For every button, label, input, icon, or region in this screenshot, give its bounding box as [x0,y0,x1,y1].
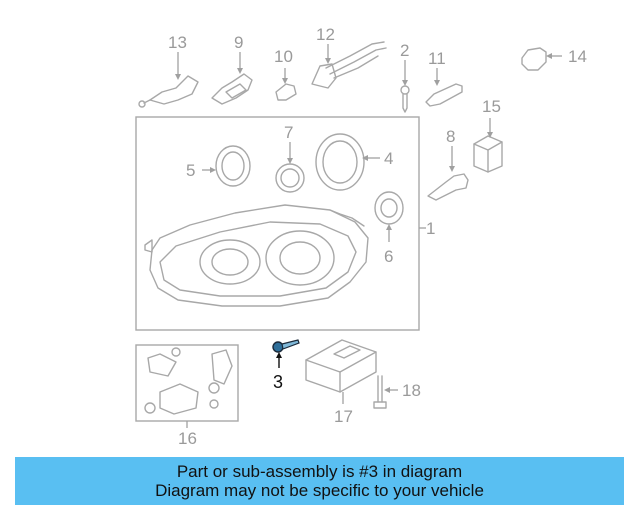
banner-line-2: Diagram may not be specific to your vehi… [155,481,484,500]
label-part-9: 9 [234,33,243,52]
headlamp-assembly-frame [135,116,420,331]
label-part-18: 18 [402,381,421,400]
part-6-cap: 6 [374,191,404,266]
label-part-14: 14 [568,47,587,66]
label-part-13: 13 [168,33,187,52]
part-18-bolt: 18 [373,375,421,409]
part-12-socket: 12 [311,25,387,89]
info-banner: Part or sub-assembly is #3 in diagram Di… [15,457,624,505]
part-14-cap: 14 [521,47,587,71]
part-4-cover: 4 [315,133,393,191]
banner-line-1: Part or sub-assembly is #3 in diagram [176,462,463,481]
part-13-bulb: 13 [138,33,199,108]
label-part-4: 4 [384,149,393,168]
parts-diagram: 1 13 9 10 [135,25,587,448]
label-part-11: 11 [428,49,446,68]
label-part-5: 5 [186,161,195,180]
headlamp-housing [144,204,369,307]
part-16-bracket-kit: 16 [135,344,239,448]
part-9-bulb: 9 [211,33,253,105]
part-8-bulb: 8 [427,127,469,201]
label-part-10: 10 [274,47,293,66]
label-part-8: 8 [446,127,455,146]
part-15-module: 15 [473,97,503,173]
part-17-control-module: 17 [305,339,377,426]
label-part-3: 3 [273,372,283,392]
part-11-bulb: 11 [425,49,463,107]
part-10-bulb: 10 [274,47,297,101]
label-part-2: 2 [400,41,409,60]
label-part-17: 17 [334,407,353,426]
part-3-screw: 3 [272,339,300,392]
part-2-screw: 2 [400,41,410,113]
part-5-ring: 5 [186,145,251,187]
part-7-ring: 7 [275,123,305,193]
label-part-15: 15 [482,97,501,116]
label-part-7: 7 [284,123,293,142]
label-part-1: 1 [426,219,435,238]
label-part-12: 12 [316,25,335,44]
label-part-16: 16 [178,429,197,448]
label-part-6: 6 [384,247,393,266]
